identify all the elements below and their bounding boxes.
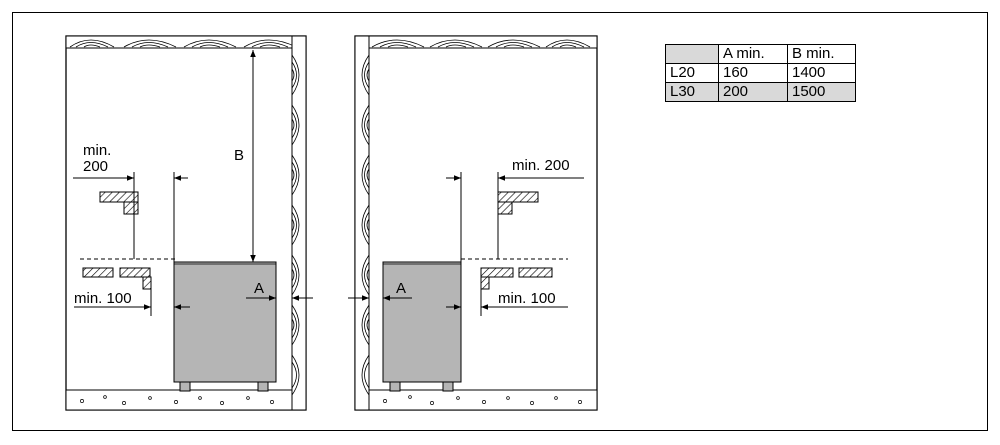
outer-border — [12, 12, 988, 431]
table-header-row: A min. B min. — [665, 44, 856, 64]
cell-b-min: 1400 — [787, 63, 856, 83]
right-heater — [382, 261, 462, 383]
header-cell-b-min: B min. — [787, 44, 856, 64]
left-lower-bench-1 — [82, 267, 114, 278]
right-lower-bench-support — [480, 276, 490, 290]
header-cell-model — [665, 44, 719, 64]
cell-model: L30 — [665, 82, 719, 102]
right-upper-bench — [497, 191, 539, 203]
cell-a-min: 200 — [718, 82, 788, 102]
left-upper-bench — [99, 191, 139, 203]
left-upper-bench-support — [123, 201, 139, 215]
left-b-label: B — [234, 147, 244, 164]
left-min-200-label-line1: min. — [83, 142, 111, 159]
right-a-label: A — [396, 280, 406, 297]
right-installation: min. 200 min. 100 A — [348, 35, 598, 411]
cell-model: L20 — [665, 63, 719, 83]
clearance-table: A min. B min. L20 160 1400 L30 200 1500 — [665, 44, 856, 102]
right-lower-bench-1 — [480, 267, 514, 278]
left-installation: min. 200 min. 100 A B — [65, 35, 313, 411]
left-lower-bench-support — [142, 276, 152, 290]
right-floor — [368, 389, 598, 411]
header-cell-a-min: A min. — [718, 44, 788, 64]
cell-a-min: 160 — [718, 63, 788, 83]
left-min-100-label: min. 100 — [74, 290, 132, 307]
left-heater-foot-1 — [179, 381, 191, 392]
right-heater-foot-2 — [442, 381, 454, 392]
table-row: L30 200 1500 — [665, 82, 856, 102]
table-row: L20 160 1400 — [665, 63, 856, 83]
left-lower-bench-2 — [119, 267, 151, 278]
left-a-label: A — [254, 280, 264, 297]
right-min-100-label: min. 100 — [498, 290, 556, 307]
left-heater — [173, 261, 277, 383]
left-heater-foot-2 — [257, 381, 269, 392]
left-min-200-label-line2: 200 — [83, 158, 108, 175]
right-lower-bench-2 — [518, 267, 553, 278]
left-floor — [65, 389, 293, 411]
cell-b-min: 1500 — [787, 82, 856, 102]
right-upper-bench-support — [497, 201, 513, 215]
right-heater-foot-1 — [389, 381, 401, 392]
right-min-200-label: min. 200 — [512, 157, 570, 174]
